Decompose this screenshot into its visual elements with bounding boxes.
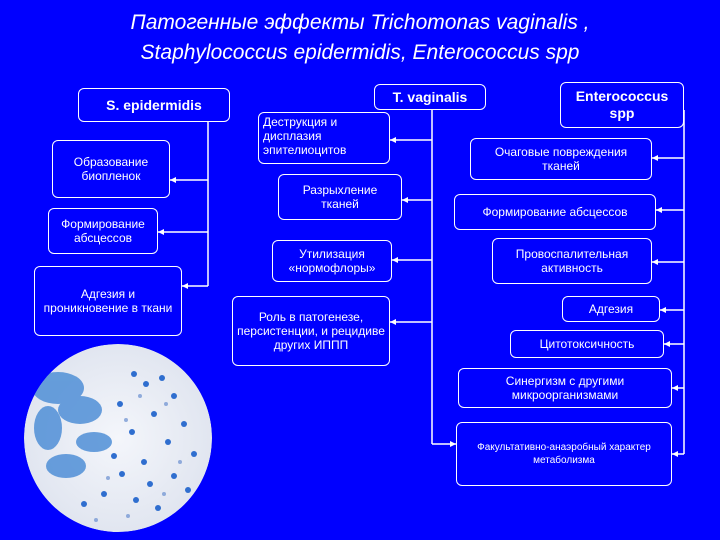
trich-utilization: Утилизация «нормофлоры» [272, 240, 392, 282]
trich-loosening: Разрыхление тканей [278, 174, 402, 220]
microscopy-smear-image [24, 344, 212, 532]
entero-abscess: Формирование абсцессов [454, 194, 656, 230]
trich-destruction: Деструкция и дисплазия эпителиоцитов [258, 112, 390, 164]
staph-biofilm: Образование биопленок [52, 140, 170, 198]
staph-abscess: Формирование абсцессов [48, 208, 158, 254]
entero-cytotoxicity: Цитотоксичность [510, 330, 664, 358]
staph-adhesion: Адгезия и проникновение в ткани [34, 266, 182, 336]
staph-header: S. epidermidis [78, 88, 230, 122]
entero-metabolism: Факультативно-анаэробный характер метабо… [456, 422, 672, 486]
entero-proinflammatory: Провоспалительная активность [492, 238, 652, 284]
trich-header: T. vaginalis [374, 84, 486, 110]
entero-adhesion: Адгезия [562, 296, 660, 322]
entero-header: Enterococcus spp [560, 82, 684, 128]
entero-synergism: Синергизм с другими микроорганизмами [458, 368, 672, 408]
trich-role: Роль в патогенезе, персистенции, и рецид… [232, 296, 390, 366]
entero-focal-damage: Очаговые повреждения тканей [470, 138, 652, 180]
